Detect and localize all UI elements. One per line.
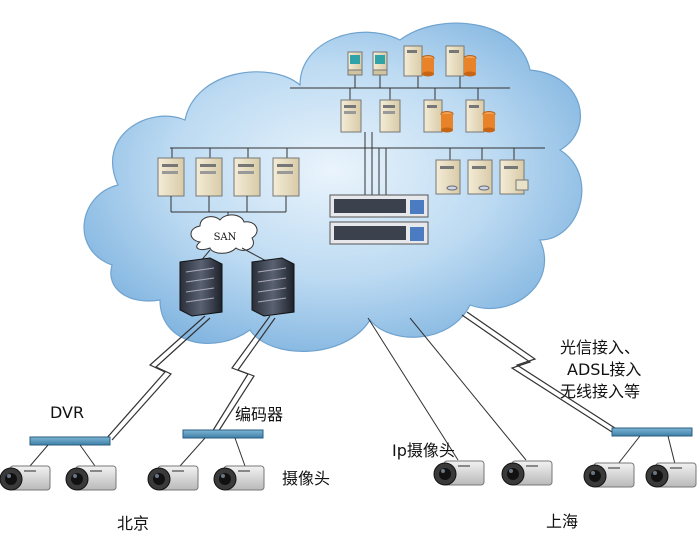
beijing-label: 北京	[117, 514, 150, 533]
wan-link-encoder	[211, 315, 276, 433]
san-cloud	[190, 214, 258, 254]
camera-icon	[213, 465, 265, 491]
san-label: SAN	[214, 232, 237, 243]
camera-branch	[29, 435, 676, 467]
workstation-icon	[347, 51, 363, 76]
camera-icon	[501, 460, 553, 486]
wan-link-dvr	[104, 315, 211, 441]
database-server-icon	[445, 45, 477, 77]
access-label-line-1: 光信接入、	[560, 338, 641, 357]
access-label-line-2: ADSL接入	[567, 360, 642, 379]
camera-icon	[65, 465, 117, 491]
server-icon	[195, 157, 223, 197]
storage-server-icon	[499, 159, 529, 195]
storage-server-icon	[467, 159, 493, 195]
access-device	[611, 427, 693, 437]
camera-icon	[147, 465, 199, 491]
top-backbone	[290, 75, 510, 100]
san-backbone	[170, 196, 287, 222]
dvr-device	[29, 436, 111, 446]
rack-server-icon	[251, 257, 295, 317]
server-icon	[272, 157, 300, 197]
camera-icon	[645, 462, 697, 488]
server-icon	[157, 157, 185, 197]
rack-server-icon	[179, 257, 223, 317]
storage-array-icon	[329, 194, 429, 245]
middle-backbone	[170, 132, 545, 195]
encoder-label: 编码器	[235, 405, 284, 424]
shanghai-label: 上海	[546, 512, 579, 531]
dvr-label: DVR	[50, 403, 85, 422]
ip-camera-label: Ip摄像头	[392, 441, 455, 460]
workstation-icon	[372, 51, 388, 76]
database-server-icon	[423, 99, 454, 133]
access-label-line-3: 无线接入等	[560, 382, 641, 401]
camera-icon	[583, 462, 635, 488]
wan-link-shanghai	[461, 311, 619, 433]
camera-label: 摄像头	[282, 469, 331, 488]
server-icon	[379, 99, 401, 133]
server-icon	[233, 157, 261, 197]
encoder-device	[182, 429, 264, 439]
storage-server-icon	[435, 159, 461, 195]
server-icon	[340, 99, 362, 133]
database-server-icon	[403, 45, 435, 77]
database-server-icon	[465, 99, 496, 133]
camera-icon	[0, 465, 51, 491]
camera-icon	[433, 460, 485, 486]
